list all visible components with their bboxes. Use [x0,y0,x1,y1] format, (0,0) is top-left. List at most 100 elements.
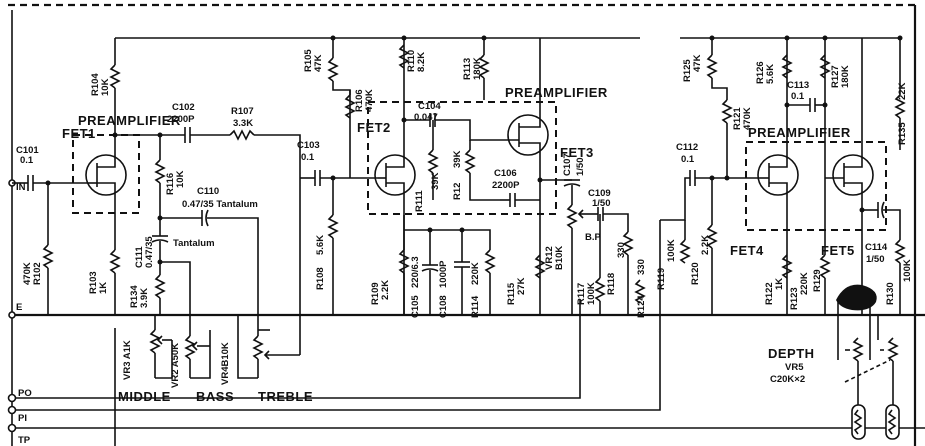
c106-ref: C106 [494,168,517,179]
r104-ref: R104 [90,73,101,96]
c102-ref: C102 [172,102,195,113]
r107-ref: R107 [231,106,254,117]
tone-controls: VR3 A1K VR2 A50K VR4B10K MIDDLE BASS TRE… [118,315,313,404]
c111-ref: C111 [134,246,145,268]
r105-value: 47K [313,54,324,72]
r116-ref: R116 [165,173,176,195]
stage-fet2-fet3: C103 0.1 R108 5.6K R105 47K R106 470K FE… [297,35,647,318]
c114-value: 1/50 [866,254,885,265]
depth-label: DEPTH [768,346,815,361]
vr3-label: VR3 A1K [122,340,133,380]
c114-ref: C114 [865,242,888,253]
middle-label: MIDDLE [118,389,171,404]
r118-value: 330 [616,242,627,258]
c113-value: 0.1 [791,91,805,102]
r110-ref: R110 [406,50,417,72]
r114-ref: R114 [470,295,481,318]
r108-ref: R108 [315,267,326,290]
vr4-label: VR4B10K [220,342,231,385]
r126-ref: R126 [755,61,766,84]
fet4-label: FET4 [730,243,764,258]
r107-value: 3.3K [233,118,253,129]
r130-value: 100K [902,259,913,282]
r115-value: 27K [516,277,527,295]
c111-value: 0.47/35 [144,236,155,268]
terminal-tp: TP [18,435,31,446]
preamp3-label: PREAMPLIFIER [748,125,851,140]
terminal-po: PO [18,388,32,399]
depth-control: DEPTH VR5 C20K×2 [768,284,900,440]
r117-ref: R117 [576,283,587,305]
r113-ref: R113 [462,58,473,80]
r119-ref: R119 [656,268,667,290]
c111-note: Tantalum [173,238,215,249]
r135-value: 22K [897,82,908,100]
c112-ref: C112 [676,142,698,153]
r112-ref: R12 [452,183,463,200]
c102-value: 2200P [167,114,195,125]
r124-ref: R124 [636,295,647,318]
vr12-value: B10K [554,246,565,270]
r106-ref: R106 [354,89,365,112]
r104-value: 10K [100,78,111,96]
c109-ref: C109 [588,188,611,199]
fet1-label: FET1 [62,126,96,141]
r123-value: 220K [799,272,810,295]
r120-ref: R120 [690,262,701,285]
treble-label: TREBLE [258,389,313,404]
c104-value: 0.047 [414,112,438,123]
c109-note: B.P [585,232,602,243]
c112-value: 0.1 [681,154,695,165]
r118-ref: R118 [606,273,617,295]
r122-value: 1K [774,278,785,290]
r106-value: 470K [364,89,375,112]
r115-ref: R115 [506,282,517,305]
c108-ref: C108 [438,295,449,318]
r111-ref: R111 [414,190,425,212]
c101-ref: C101 [16,145,39,156]
rails [10,10,925,446]
c110-value: 0.47/35 Tantalum [182,199,258,210]
c101-value: 0.1 [20,155,34,166]
r120-value: 2.2K [700,235,711,255]
c103-ref: C103 [297,140,320,151]
preamp1-label: PREAMPLIFIER [78,113,181,128]
r129-ref: R129 [812,269,823,292]
r122-ref: R122 [764,282,775,305]
c109-value: 1/50 [592,198,611,209]
c105-value: 220/6.3 [410,256,421,288]
fet5-label: FET5 [821,243,855,258]
fet2-label: FET2 [357,120,391,135]
r125-value: 47K [692,54,703,72]
r127-ref: R127 [830,65,841,88]
bass-label: BASS [196,389,234,404]
r121-value: 470K [742,107,753,130]
vr12-ref: VR12 [544,246,555,270]
terminal-in: IN [16,182,26,193]
r130-ref: R130 [885,282,896,305]
c106-value: 2200P [492,180,520,191]
c113-ref: C113 [787,80,809,91]
r123-ref: R123 [789,287,800,310]
r103-ref: R103 [88,271,99,294]
r109-value: 2.2K [380,280,391,300]
r116-value: 10K [175,170,186,188]
terminal-pi: PI [18,413,27,424]
c104-ref: C104 [418,101,441,112]
vr2-label: VR2 A50K [170,343,181,388]
c108-value: 1000P [438,260,449,288]
r135-ref: R135 [897,122,908,145]
terminal-e: E [16,302,22,313]
c107-ref: C107 [562,153,573,176]
r125-ref: R125 [682,59,693,82]
r102-ref: R102 [32,262,43,285]
r109-ref: R109 [370,282,381,305]
vr5-value: C20K×2 [770,374,805,385]
r103-value: 1K [98,282,109,294]
preamp2-label: PREAMPLIFIER [505,85,608,100]
r134-ref: R134 [129,285,140,308]
c107-value: 1/50 [575,158,586,177]
c110-ref: C110 [197,186,219,197]
r112-value: 39K [452,150,463,168]
